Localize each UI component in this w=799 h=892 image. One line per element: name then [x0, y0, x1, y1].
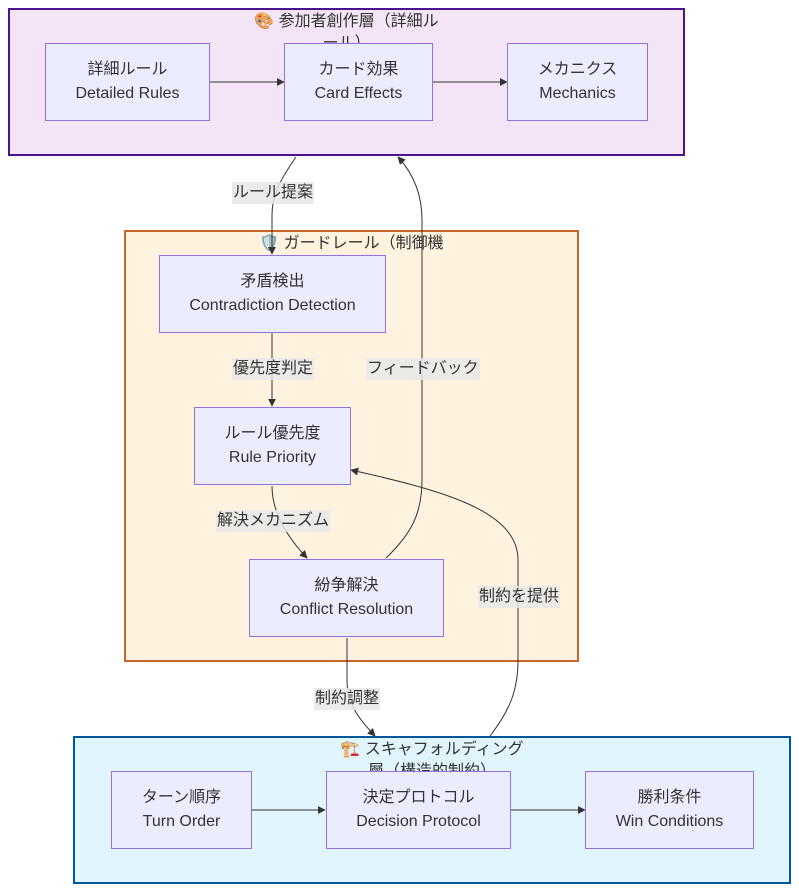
edge-provide-constraints	[350, 467, 519, 737]
edge-label-rule-proposal: ルール提案	[232, 182, 315, 204]
edge-rule-proposal	[268, 156, 297, 255]
node-turn-order[interactable]: ターン順序 Turn Order	[111, 771, 252, 849]
edge-constraint-adjustment	[346, 638, 376, 737]
node-rule-priority[interactable]: ルール優先度 Rule Priority	[194, 407, 351, 485]
construction-icon: 🏗️	[340, 739, 361, 758]
node-contradiction-detection[interactable]: 矛盾検出 Contradiction Detection	[159, 255, 386, 333]
node-win-conditions[interactable]: 勝利条件 Win Conditions	[585, 771, 754, 849]
edge-feedback	[385, 156, 423, 559]
node-mechanics[interactable]: メカニクス Mechanics	[507, 43, 648, 121]
edge-label-provide-constraints: 制約を提供	[478, 586, 561, 608]
palette-icon: 🎨	[254, 11, 275, 30]
node-card-effects[interactable]: カード効果 Card Effects	[284, 43, 433, 121]
edge-label-constraint-adjustment: 制約調整	[314, 688, 381, 710]
edge-label-feedback: フィードバック	[366, 358, 480, 380]
node-detailed-rules[interactable]: 詳細ルール Detailed Rules	[45, 43, 210, 121]
node-conflict-resolution[interactable]: 紛争解決 Conflict Resolution	[249, 559, 444, 637]
edge-label-resolution-mechanism: 解決メカニズム	[216, 510, 331, 532]
edge-label-priority-judgment: 優先度判定	[232, 358, 315, 380]
node-decision-protocol[interactable]: 決定プロトコル Decision Protocol	[326, 771, 511, 849]
